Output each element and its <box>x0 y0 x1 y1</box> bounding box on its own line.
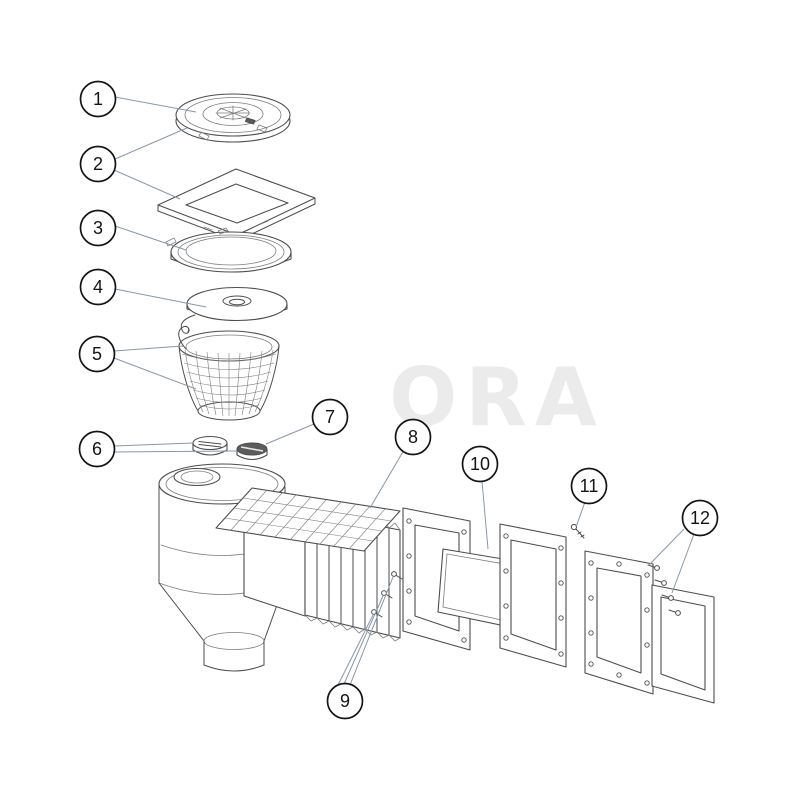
callout-circle <box>79 268 117 306</box>
callout-number: 7 <box>325 407 335 427</box>
part-11-screw <box>570 523 585 539</box>
callout-number: 1 <box>93 89 103 109</box>
callout-circle <box>681 499 719 537</box>
trim-frame <box>651 584 715 704</box>
callout-circle <box>79 80 117 118</box>
throat-grate <box>215 487 401 552</box>
callout-number: 5 <box>92 344 102 364</box>
callout-7: 7 <box>311 398 349 436</box>
callout-number: 6 <box>92 439 102 459</box>
callout-circle <box>78 430 116 468</box>
callout-4: 4 <box>79 268 117 306</box>
gasket-frame <box>499 523 567 668</box>
callout-8: 8 <box>394 418 432 456</box>
callout-number: 4 <box>93 277 103 297</box>
lid-lock-mark <box>244 117 256 125</box>
callout-2: 2 <box>79 145 117 183</box>
part-6-plug <box>192 435 228 456</box>
part-4-cover-plate <box>180 286 288 334</box>
callout-11: 11 <box>570 467 608 505</box>
callout-number: 12 <box>690 508 710 528</box>
callout-circle <box>311 398 349 436</box>
part-2-square-frame <box>157 168 316 242</box>
basket-handle-wire <box>178 325 190 350</box>
part-5-basket <box>178 325 280 421</box>
callout-10: 10 <box>461 445 499 483</box>
callout-number: 10 <box>470 454 490 474</box>
part-3-extension-collar <box>165 227 292 273</box>
callout-number: 11 <box>580 476 599 496</box>
callout-3: 3 <box>79 209 117 247</box>
callout-number: 3 <box>93 218 103 238</box>
callout-number: 2 <box>93 154 103 174</box>
callout-circle <box>461 445 499 483</box>
part-1-lid-cover <box>175 93 291 143</box>
part-7-plug <box>236 442 268 461</box>
callout-1: 1 <box>79 80 117 118</box>
callout-number: 9 <box>340 691 350 711</box>
callout-circle <box>326 682 364 720</box>
callout-6: 6 <box>78 430 116 468</box>
callout-circle <box>78 335 116 373</box>
callout-5: 5 <box>78 335 116 373</box>
callout-circle <box>79 145 117 183</box>
callout-circle <box>79 209 117 247</box>
part-12-screws <box>647 564 681 616</box>
leader-lines <box>113 96 695 686</box>
faceplate-frame <box>584 550 654 695</box>
callout-12: 12 <box>681 499 719 537</box>
callout-9: 9 <box>326 682 364 720</box>
callout-number: 8 <box>408 427 418 447</box>
callout-circle <box>394 418 432 456</box>
callouts: 1 2 3 4 5 6 7 8 <box>78 80 719 720</box>
callout-circle <box>570 467 608 505</box>
